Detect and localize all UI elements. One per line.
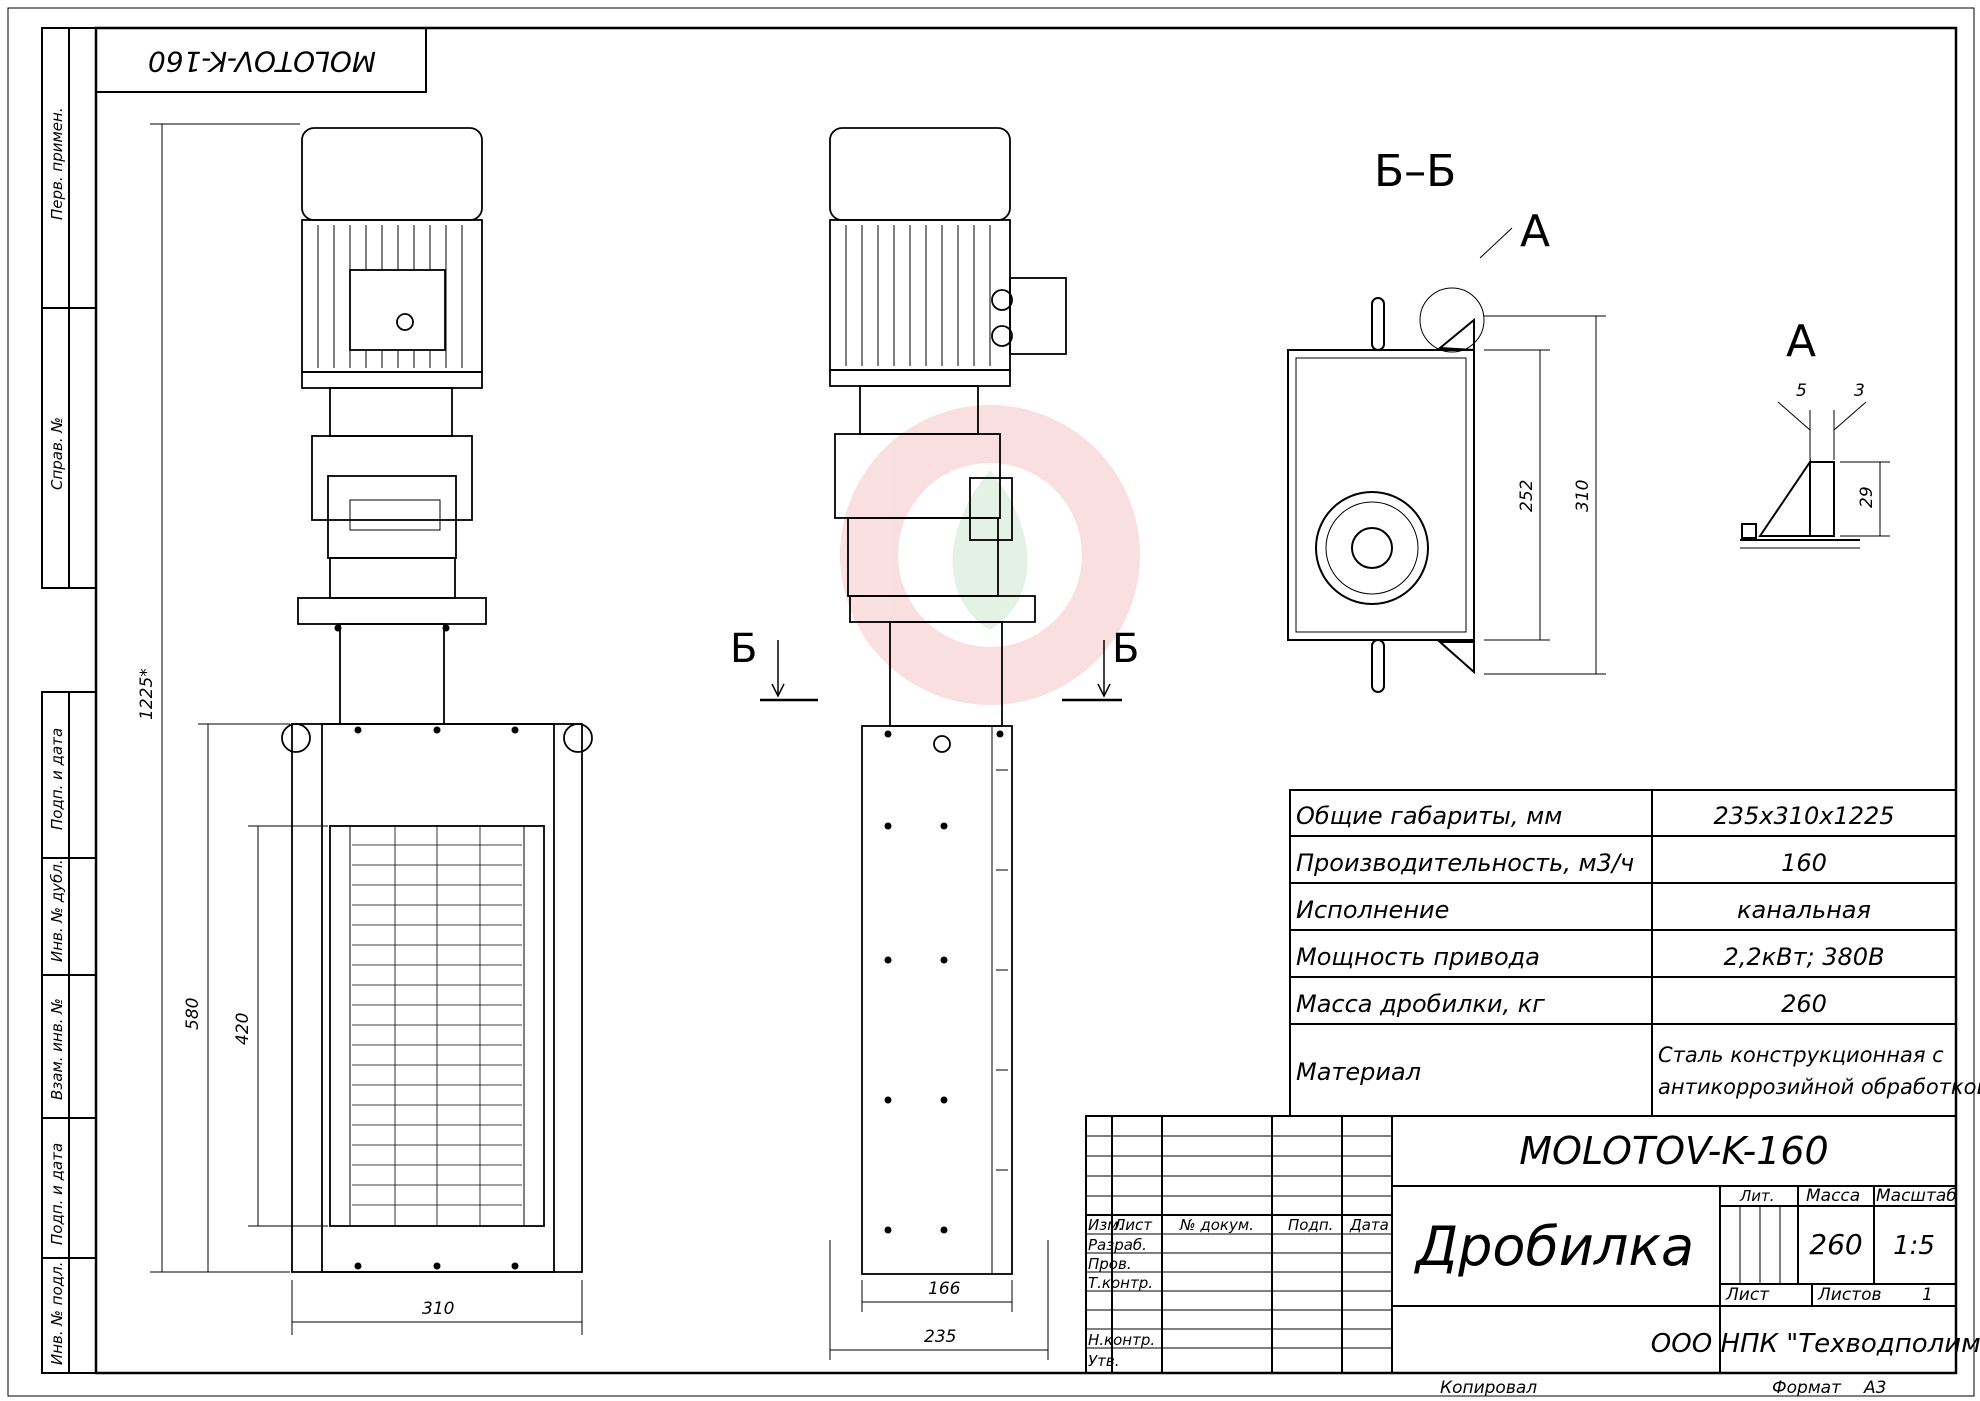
detail-view (1740, 458, 1860, 549)
dim-body-height: 580 (183, 998, 203, 1030)
cut-label-right: Б (1112, 626, 1139, 672)
dim-detail-a: 5 (1796, 381, 1807, 401)
title-block (1085, 1115, 1957, 1374)
dim-inner-height: 420 (233, 1013, 253, 1045)
spec-label-1: Общие габариты, мм (1296, 802, 1562, 830)
spec-value-1: 235x310x1225 (1713, 802, 1894, 830)
col-header-sign: Подп. (1288, 1216, 1333, 1234)
side-view-bolts (884, 730, 1004, 1234)
side-label-7: Инв. № подл. (48, 1262, 66, 1365)
mass-value: 260 (1809, 1228, 1862, 1261)
spec-label-5: Масса дробилки, кг (1296, 990, 1545, 1018)
sheet-label: Лист (1725, 1285, 1770, 1305)
rotated-stamp: MOLOTOV-K-160 (148, 45, 376, 78)
spec-value-3: канальная (1737, 896, 1871, 924)
section-callout: А (1520, 206, 1550, 257)
spec-label-3: Исполнение (1296, 896, 1449, 924)
outer-frame (7, 7, 1975, 1397)
col-header-list: Лист (1113, 1216, 1153, 1234)
spec-material-value-1: Сталь конструкционная с (1658, 1043, 1944, 1067)
side-dimensions (829, 1240, 1049, 1360)
spec-material-label: Материал (1296, 1058, 1421, 1086)
watermark-gear-icon (840, 405, 1140, 705)
role-norm-control: Н.контр. (1088, 1331, 1155, 1349)
role-developer: Разраб. (1088, 1236, 1147, 1254)
company-name: ООО НПК "Техводполимер" (1651, 1329, 1980, 1359)
spec-label-2: Производительность, м3/ч (1296, 849, 1634, 877)
spec-label-4: Мощность привода (1296, 943, 1540, 971)
role-approver: Утв. (1088, 1352, 1120, 1370)
side-label-5: Взам. инв. № (48, 998, 66, 1100)
dim-section-inner: 252 (1517, 480, 1537, 512)
detail-dimensions (1777, 401, 1890, 537)
side-label-4: Инв. № дубл. (48, 859, 66, 962)
detail-title: А (1786, 316, 1816, 367)
col-header-docnum: № докум. (1179, 1216, 1254, 1234)
dim-front-width: 310 (422, 1299, 454, 1319)
footer-copied: Копировал (1440, 1378, 1537, 1398)
side-label-1: Перв. примен. (48, 107, 66, 220)
dim-side-width: 235 (924, 1327, 956, 1347)
dim-section-outer: 310 (1573, 480, 1593, 512)
dim-detail-h: 29 (1857, 486, 1877, 508)
front-view-bolts (334, 624, 519, 1270)
title-name: Дробилка (1414, 1215, 1694, 1278)
spec-value-5: 260 (1781, 990, 1827, 1018)
title-designation: MOLOTOV-K-160 (1519, 1129, 1828, 1173)
side-label-2: Справ. № (48, 417, 66, 490)
spec-value-4: 2,2кВт; 380В (1723, 943, 1884, 971)
cut-label-left: Б (730, 626, 757, 672)
dim-side-inner-width: 166 (928, 1279, 961, 1299)
section-view (1287, 227, 1513, 693)
cut-arrows (771, 640, 1111, 698)
sheets-value: 1 (1922, 1285, 1933, 1305)
col-header-date: Дата (1349, 1216, 1389, 1234)
sheets-label: Листов (1817, 1285, 1882, 1305)
side-stamp-strip (41, 27, 97, 1374)
front-view (281, 127, 593, 1273)
side-label-6: Подп. и дата (48, 1143, 66, 1245)
footer-format-label: Формат (1772, 1378, 1842, 1398)
col-header-izm: Изм. (1088, 1216, 1123, 1234)
role-checker: Пров. (1088, 1255, 1132, 1273)
section-title: Б–Б (1374, 146, 1456, 197)
dim-overall-height: 1225* (137, 668, 157, 720)
front-dimensions (150, 123, 583, 1335)
stamp-box (95, 27, 427, 93)
spec-material-value-2: антикоррозийной обработкой (1658, 1075, 1980, 1099)
role-tech-control: Т.контр. (1088, 1274, 1153, 1292)
side-view (829, 127, 1067, 1275)
section-dimensions (1484, 315, 1606, 675)
side-label-3: Подп. и дата (48, 728, 66, 830)
footer-format-value: А3 (1863, 1378, 1886, 1398)
scale-value: 1:5 (1893, 1231, 1935, 1261)
mass-label: Масса (1806, 1186, 1860, 1206)
spec-value-2: 160 (1781, 849, 1827, 877)
scale-label: Масштаб (1876, 1186, 1957, 1206)
lit-label: Лит. (1739, 1187, 1775, 1205)
dim-detail-b: 3 (1854, 381, 1865, 401)
